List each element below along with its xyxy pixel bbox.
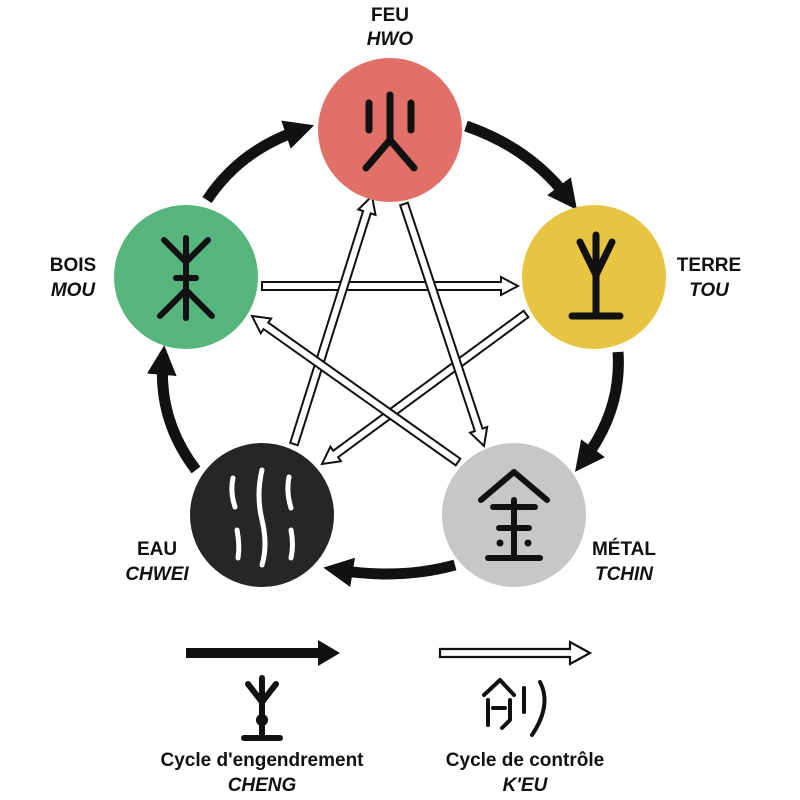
generation-arrow-metal-to-water [323, 557, 457, 588]
generation-cycle-arrows [146, 120, 624, 588]
control-arrow-metal-to-wood [250, 314, 462, 467]
earth-glyph-icon [568, 231, 624, 320]
element-name-earth: TERRE [677, 255, 741, 276]
element-transliteration-metal: TCHIN [595, 564, 654, 585]
element-transliteration-water: CHWEI [125, 564, 189, 585]
legend-generation-transliteration: CHENG [228, 775, 297, 796]
water-glyph-icon [229, 467, 295, 568]
control-arrow-earth-to-water [320, 309, 530, 466]
element-name-fire: FEU [371, 5, 409, 26]
generation-arrow-water-to-wood [146, 345, 201, 474]
element-name-wood: BOIS [50, 255, 96, 276]
element-wood: BOIS MOU [50, 205, 258, 349]
legend-control-label: Cycle de contrôle [446, 750, 604, 771]
legend: Cycle d'engendrement CHENG Cycle de cont… [160, 640, 604, 796]
element-earth: TERRE TOU [522, 205, 741, 349]
element-water: EAU CHWEI [125, 443, 334, 587]
wood-glyph-icon [157, 235, 215, 321]
control-arrow-water-to-fire [288, 193, 377, 447]
legend-control-arrow [438, 640, 593, 666]
generation-arrow-earth-to-metal [575, 351, 624, 472]
legend-control: Cycle de contrôle K'EU [438, 640, 604, 796]
element-name-metal: MÉTAL [592, 538, 656, 560]
cheng-glyph-icon [241, 675, 283, 741]
metal-glyph-icon [478, 469, 550, 561]
fire-glyph-icon [362, 91, 418, 172]
control-cycle-arrows [250, 193, 530, 467]
generation-arrow-fire-to-earth [464, 120, 577, 210]
generation-arrow-wood-to-fire [202, 120, 315, 204]
element-transliteration-fire: HWO [367, 29, 414, 50]
element-transliteration-wood: MOU [51, 280, 97, 301]
element-fire: FEU HWO [318, 5, 462, 202]
legend-generation-arrow [186, 640, 340, 666]
legend-control-transliteration: K'EU [503, 775, 549, 796]
legend-generation: Cycle d'engendrement CHENG [160, 640, 364, 796]
legend-generation-label: Cycle d'engendrement [160, 750, 364, 771]
element-name-water: EAU [137, 539, 177, 560]
control-arrow-fire-to-metal [398, 201, 489, 449]
control-arrow-wood-to-earth [261, 275, 521, 297]
element-metal: MÉTAL TCHIN [442, 443, 656, 587]
element-transliteration-earth: TOU [689, 280, 730, 301]
keu-glyph-icon [482, 678, 547, 737]
